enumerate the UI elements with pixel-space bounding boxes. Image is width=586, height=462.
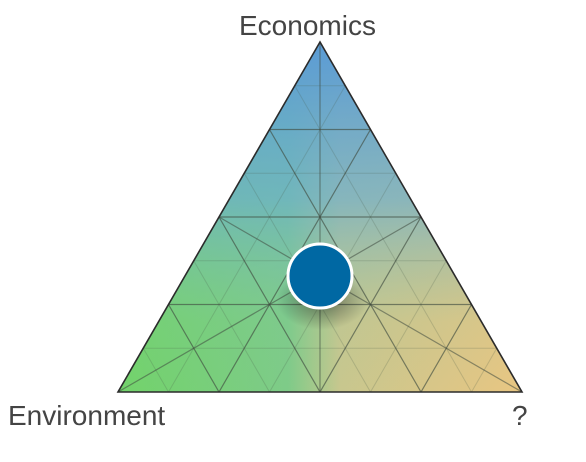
median-line — [118, 216, 422, 392]
vertex-label-unknown: ? — [512, 400, 528, 431]
median-line — [218, 216, 522, 392]
triangle-outline — [116, 40, 524, 393]
vertex-label-economics: Economics — [239, 10, 376, 41]
vertex-label-environment: Environment — [8, 400, 166, 431]
position-marker[interactable] — [286, 242, 354, 310]
